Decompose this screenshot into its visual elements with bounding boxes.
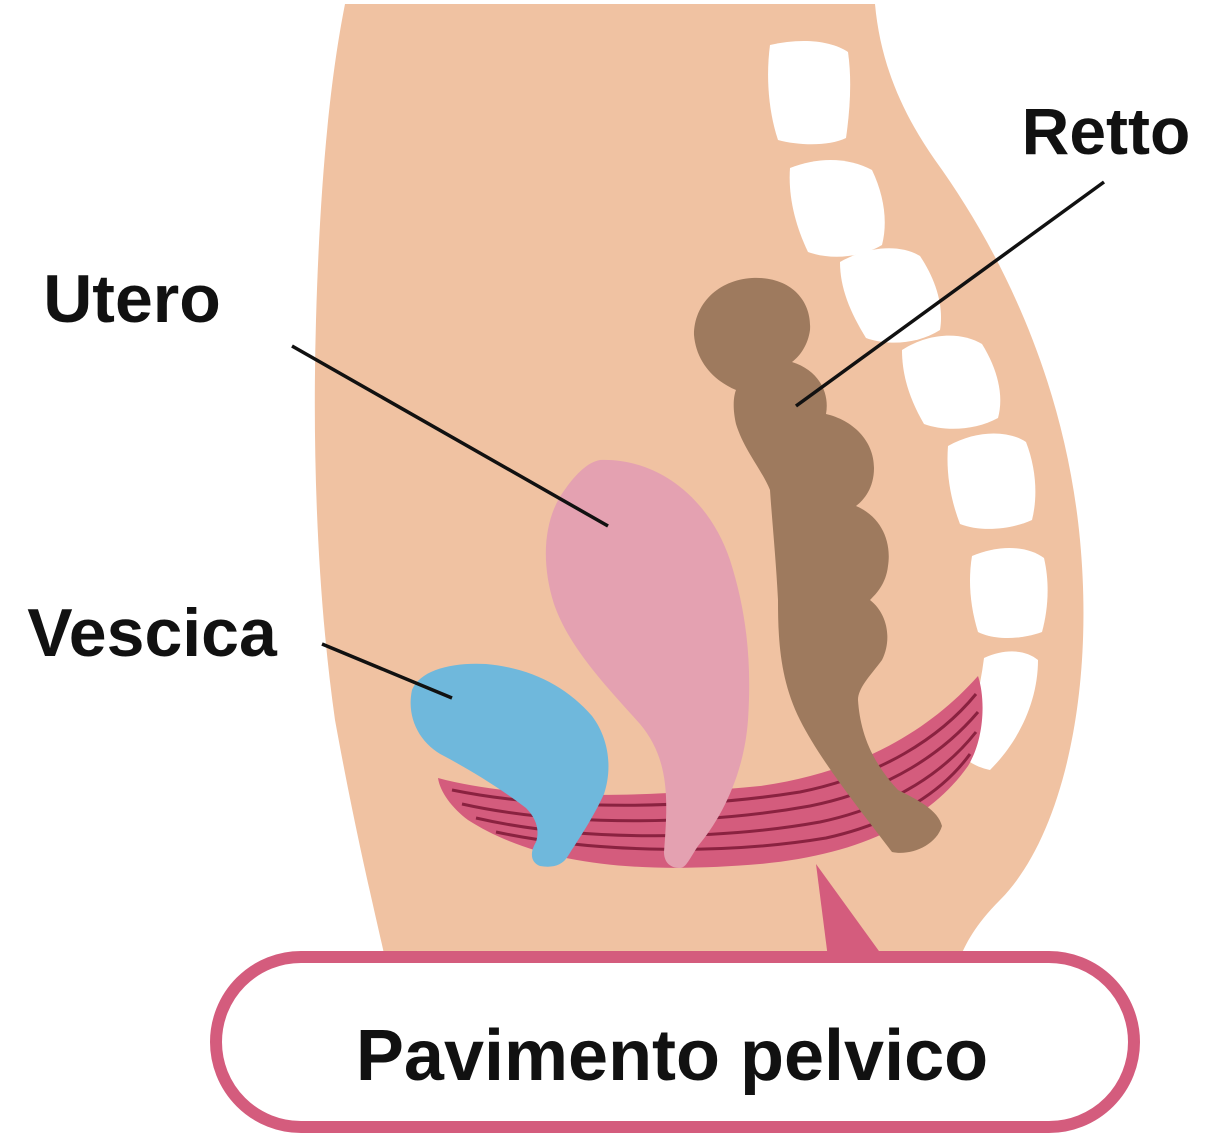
vertebra	[948, 433, 1036, 528]
label-rectum: Retto	[1022, 94, 1191, 168]
vertebra	[768, 41, 850, 144]
label-pelvic-floor: Pavimento pelvico	[356, 1016, 988, 1096]
vertebra	[790, 160, 885, 257]
label-bladder: Vescica	[27, 595, 278, 671]
vertebra	[970, 548, 1048, 638]
label-uterus: Utero	[43, 261, 221, 337]
